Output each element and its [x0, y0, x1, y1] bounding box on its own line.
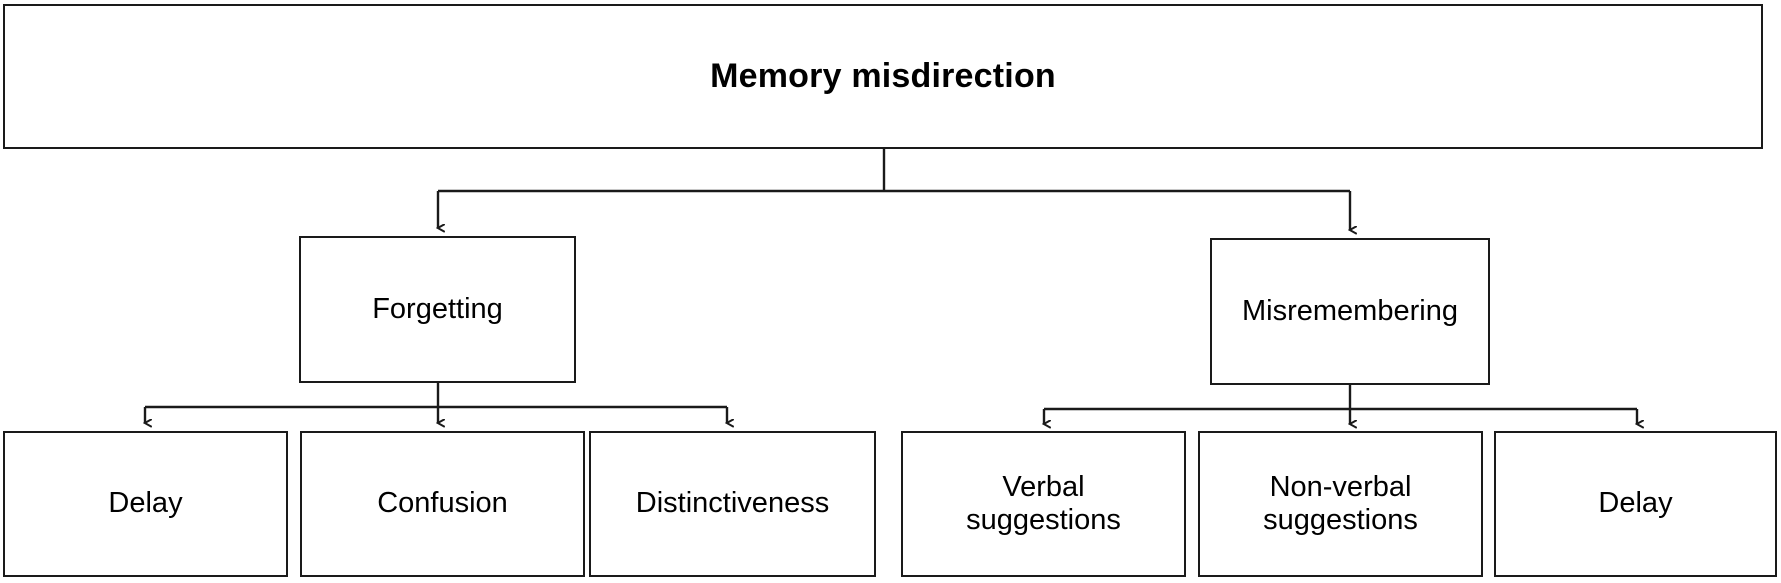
- node-non-verbal-suggestions: Non-verbal suggestions: [1198, 431, 1483, 577]
- node-misremembering-label: Misremembering: [1242, 294, 1458, 327]
- node-confusion: Confusion: [300, 431, 585, 577]
- node-delay-forgetting-label: Delay: [108, 487, 183, 520]
- node-delay-misremembering: Delay: [1494, 431, 1777, 577]
- node-memory-misdirection-label: Memory misdirection: [710, 56, 1056, 95]
- node-delay-misremembering-label: Delay: [1598, 487, 1673, 520]
- node-distinctiveness: Distinctiveness: [589, 431, 876, 577]
- node-verbal-suggestions-label: Verbal suggestions: [966, 470, 1121, 536]
- connector-misremembering-to-bus: [1044, 385, 1637, 411]
- node-misremembering: Misremembering: [1210, 238, 1490, 385]
- node-memory-misdirection: Memory misdirection: [3, 4, 1763, 149]
- node-non-verbal-suggestions-label: Non-verbal suggestions: [1263, 470, 1418, 536]
- node-confusion-label: Confusion: [377, 487, 508, 520]
- connector-root-to-bus: [438, 149, 1350, 193]
- node-forgetting-label: Forgetting: [372, 292, 503, 325]
- node-verbal-suggestions: Verbal suggestions: [901, 431, 1186, 577]
- node-distinctiveness-label: Distinctiveness: [635, 487, 830, 520]
- node-forgetting: Forgetting: [299, 236, 576, 383]
- node-delay-forgetting: Delay: [3, 431, 288, 577]
- connector-forgetting-to-bus: [145, 383, 727, 409]
